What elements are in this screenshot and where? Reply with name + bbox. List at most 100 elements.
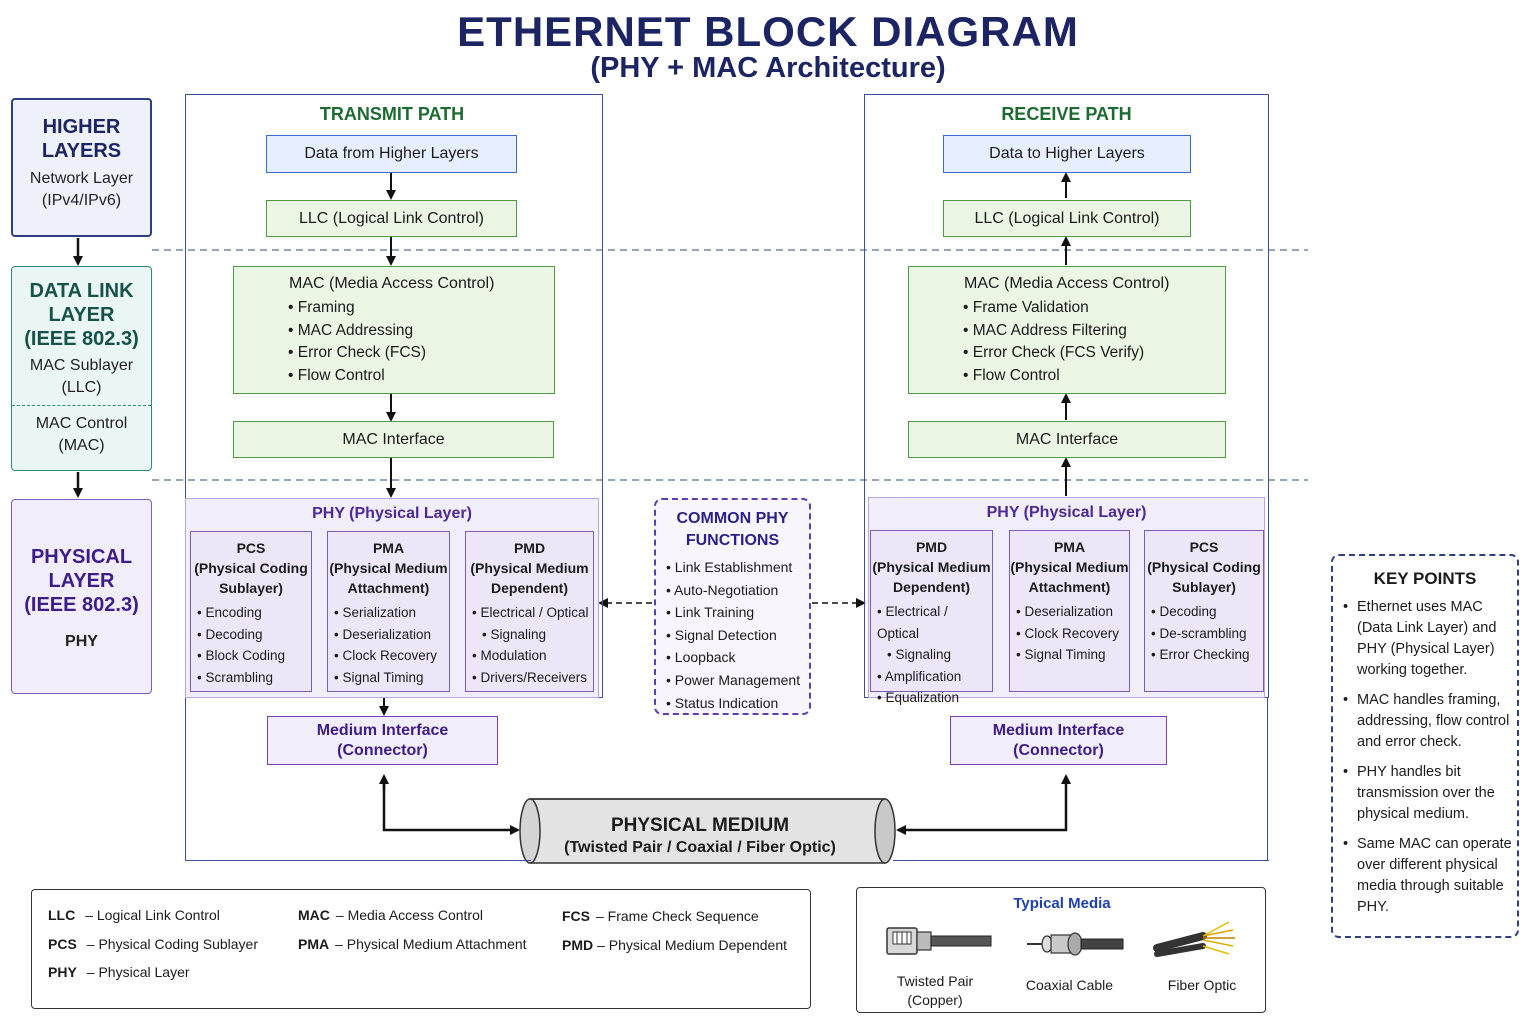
physical-medium-label: PHYSICAL MEDIUM (Twisted Pair / Coaxial … [540, 814, 860, 859]
common-phy-functions-box: COMMON PHY FUNCTIONS Link Establishment … [654, 498, 811, 715]
list-item: Flow Control [963, 365, 1225, 388]
list-item: Electrical / Optical [472, 602, 593, 624]
common-phy-title-2: FUNCTIONS [685, 532, 780, 549]
rx-medium-interface: Medium Interface (Connector) [950, 716, 1167, 765]
rx-pmd-h1: PMD [915, 539, 948, 555]
list-item: Deserialization [334, 624, 449, 646]
list-item: MAC Addressing [288, 320, 554, 343]
rx-pma-h3: Attachment) [1028, 579, 1111, 595]
list-item: Serialization [334, 602, 449, 624]
rx-pmd-h3: Dependent) [893, 579, 970, 595]
higher-layers-sub-1: Network Layer [29, 170, 134, 187]
typical-media-title: Typical Media [1013, 895, 1111, 912]
tx-pcs-h1: PCS [236, 540, 266, 556]
key-point-line: working together. [1357, 662, 1468, 678]
diagram-subtitle: (PHY + MAC Architecture) [590, 52, 946, 84]
tx-pma-h3: Attachment) [347, 580, 430, 596]
physical-heading-2: LAYER [48, 570, 115, 592]
list-item: Link Establishment [666, 556, 809, 579]
list-item: Signal Timing [1016, 644, 1129, 666]
list-item: Drivers/Receivers [472, 667, 593, 689]
key-point-line: PHY handles bit [1357, 764, 1461, 780]
list-item: Modulation [472, 645, 593, 667]
list-item: Frame Validation [963, 297, 1225, 320]
legend-text: – Media Access Control [335, 907, 483, 923]
tx-pmd-h1: PMD [513, 540, 546, 556]
tx-pmd-list: Electrical / Optical Signaling Modulatio… [472, 602, 593, 688]
rx-llc-box: LLC (Logical Link Control) [943, 200, 1191, 237]
higher-layers-heading-2: LAYERS [41, 140, 122, 162]
higher-layers-sub-2: (IPv4/IPv6) [41, 192, 122, 209]
key-point-line: and error check. [1357, 734, 1462, 750]
legend-text: – Physical Medium Attachment [335, 936, 527, 952]
typical-media-box: Typical Media Twisted Pair (Copper [856, 887, 1266, 1013]
rx-pma-h1: PMA [1053, 539, 1086, 555]
datalink-sub-2: (LLC) [61, 379, 102, 396]
tx-pcs-list: Encoding Decoding Block Coding Scramblin… [197, 602, 311, 688]
media-icons [886, 921, 1235, 957]
tx-mac-list: Framing MAC Addressing Error Check (FCS)… [288, 297, 554, 387]
list-item: Signaling [472, 624, 593, 646]
legend-text: – Frame Check Sequence [596, 908, 759, 924]
twisted-pair-line-2: (Copper) [907, 992, 963, 1008]
path-frame-bottom-left [185, 860, 531, 861]
list-item: Auto-Negotiation [666, 579, 809, 602]
list-item: Signal Timing [334, 667, 449, 689]
data-link-layer-box: DATA LINK LAYER (IEEE 802.3) MAC Sublaye… [11, 266, 152, 471]
physical-heading-1: PHYSICAL [30, 546, 133, 568]
path-frame-bottom-right [893, 860, 1269, 861]
list-item: Decoding [197, 624, 311, 646]
fiber-optic-icon [1153, 921, 1235, 957]
list-item: Flow Control [288, 365, 554, 388]
transmit-frame-lower [185, 698, 186, 861]
legend-abbr: PMD [562, 937, 594, 953]
list-item: Equalization [877, 687, 992, 709]
list-item: MAC Address Filtering [963, 320, 1225, 343]
key-points-title: KEY POINTS [1373, 569, 1477, 588]
tx-pcs-box: PCS (Physical Coding Sublayer) Encoding … [190, 531, 312, 692]
rx-pmd-box: PMD (Physical Medium Dependent) Electric… [870, 530, 993, 705]
coaxial-label: Coaxial Cable [1025, 977, 1114, 993]
transmit-path-title: TRANSMIT PATH [319, 104, 465, 124]
twisted-pair-line-1: Twisted Pair [896, 973, 974, 989]
rx-pcs-list: Decoding De-scrambling Error Checking [1151, 601, 1263, 666]
abbreviation-legend: LLC– Logical Link Control PCS– Physical … [31, 889, 811, 1009]
list-item: Error Check (FCS) [288, 342, 554, 365]
list-item: Deserialization [1016, 601, 1129, 623]
tx-medium-interface-line-1: Medium Interface [316, 722, 449, 739]
rx-pma-box: PMA (Physical Medium Attachment) Deseria… [1009, 530, 1130, 692]
rx-pcs-h3: Sublayer) [1172, 579, 1236, 595]
rx-mac-title: MAC (Media Access Control) [964, 275, 1170, 292]
list-item: Amplification [877, 666, 992, 688]
list-item: Error Check (FCS Verify) [963, 342, 1225, 365]
tx-pmd-box: PMD (Physical Medium Dependent) Electric… [465, 531, 594, 692]
list-item: Power Management [666, 669, 809, 692]
key-points-box: KEY POINTS • Ethernet uses MAC (Data Link … [1331, 554, 1519, 938]
physical-layer-box: PHYSICAL LAYER (IEEE 802.3) PHY [11, 499, 152, 694]
bullet-icon: • [1343, 599, 1349, 615]
list-item: Error Checking [1151, 644, 1263, 666]
rx-mac-list: Frame Validation MAC Address Filtering E… [963, 297, 1225, 387]
key-point-line: addressing, flow control [1357, 713, 1510, 729]
higher-layers-heading-1: HIGHER [42, 116, 121, 138]
tx-medium-interface-line-2: (Connector) [337, 742, 428, 759]
key-point-line: PHY. [1357, 899, 1389, 915]
list-item: Link Training [666, 601, 809, 624]
legend-abbr: LLC [48, 907, 76, 923]
tx-pma-h1: PMA [372, 540, 405, 556]
key-point-line: Ethernet uses MAC [1357, 599, 1483, 615]
key-point-line: (Data Link Layer) and [1357, 620, 1497, 636]
physical-medium-cylinder [519, 798, 896, 864]
tx-data-from-higher-layers: Data from Higher Layers [266, 135, 517, 173]
key-point-line: physical medium. [1357, 806, 1470, 822]
rx-phy-title: PHY (Physical Layer) [986, 504, 1147, 521]
rx-pcs-box: PCS (Physical Coding Sublayer) Decoding … [1144, 530, 1264, 692]
rx-pcs-h1: PCS [1189, 539, 1219, 555]
datalink-sub-4: (MAC) [58, 437, 105, 454]
bullet-icon: • [1343, 692, 1349, 708]
tx-pmd-h2: (Physical Medium [470, 560, 589, 576]
receive-path-title: RECEIVE PATH [1001, 104, 1132, 124]
common-phy-title-1: COMMON PHY [676, 510, 789, 527]
